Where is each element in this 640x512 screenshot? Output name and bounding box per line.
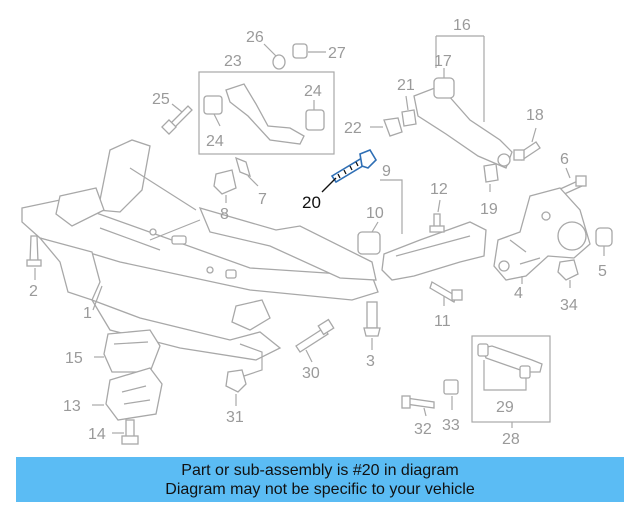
callout-23: 23 <box>224 53 242 70</box>
bolt-12 <box>429 213 445 233</box>
clip-7 <box>235 156 251 178</box>
callout-12: 12 <box>430 181 448 198</box>
callout-24-left: 24 <box>206 133 224 150</box>
callout-11: 11 <box>434 313 451 330</box>
parts-diagram: 1 2 3 30 15 13 14 31 <box>21 17 613 448</box>
callout-16: 16 <box>453 17 471 34</box>
bolt-20-highlighted <box>330 149 378 184</box>
callout-4: 4 <box>514 285 523 302</box>
bushing-5 <box>595 227 613 247</box>
callout-19: 19 <box>480 201 498 218</box>
callout-26: 26 <box>246 29 264 46</box>
upper-link-23 <box>203 83 325 145</box>
callout-9: 9 <box>382 163 391 180</box>
callout-6: 6 <box>560 151 569 168</box>
callout-20: 20 <box>302 193 321 212</box>
bushing-21 <box>401 109 417 127</box>
info-banner: Part or sub-assembly is #20 in diagram D… <box>16 457 624 502</box>
mount-15 <box>103 329 161 373</box>
nut-31 <box>225 369 247 393</box>
knuckle-4 <box>493 187 591 281</box>
group-box-28 <box>471 335 551 423</box>
callout-7: 7 <box>258 191 267 208</box>
callout-10: 10 <box>366 205 384 222</box>
callout-21: 21 <box>397 77 415 94</box>
callout-29: 29 <box>496 399 514 416</box>
bolt-32 <box>401 395 435 409</box>
callout-33: 33 <box>442 417 460 434</box>
callout-32: 32 <box>414 421 432 438</box>
bushing-27 <box>292 43 308 59</box>
callout-28: 28 <box>502 431 520 448</box>
bushing-8 <box>213 169 237 195</box>
subframe-part <box>21 139 379 377</box>
washer-26 <box>272 54 286 70</box>
lower-arm-9 <box>357 221 487 281</box>
bolt-30 <box>295 318 335 353</box>
callout-5: 5 <box>598 263 607 280</box>
callout-30: 30 <box>302 365 320 382</box>
bolt-11 <box>429 281 463 303</box>
callout-31: 31 <box>226 409 244 426</box>
bolt-14 <box>121 419 139 445</box>
callout-14: 14 <box>88 426 106 443</box>
bolt-25 <box>161 105 193 135</box>
callout-24-right: 24 <box>304 83 322 100</box>
bracket-13 <box>105 367 163 421</box>
washer-22 <box>383 117 403 137</box>
group-box-23 <box>198 71 335 155</box>
callout-1: 1 <box>83 305 92 322</box>
bolt-2 <box>26 235 42 267</box>
cap-34 <box>557 259 579 281</box>
trailing-link-16 <box>413 77 513 169</box>
callout-8: 8 <box>220 206 229 223</box>
callout-13: 13 <box>63 398 81 415</box>
bolt-3 <box>363 301 381 337</box>
banner-line-1: Part or sub-assembly is #20 in diagram <box>181 462 459 479</box>
callout-3: 3 <box>366 353 375 370</box>
callout-17: 17 <box>434 53 452 70</box>
callout-25: 25 <box>152 91 170 108</box>
callout-15: 15 <box>65 350 83 367</box>
bushing-19 <box>483 163 499 183</box>
bolt-18 <box>513 141 541 161</box>
callout-27: 27 <box>328 45 346 62</box>
callout-22: 22 <box>344 120 362 137</box>
banner-line-2: Diagram may not be specific to your vehi… <box>165 481 475 498</box>
callout-2: 2 <box>29 283 38 300</box>
callout-18: 18 <box>526 107 544 124</box>
link-29 <box>477 343 543 379</box>
callout-34: 34 <box>560 297 578 314</box>
nut-33 <box>443 379 459 395</box>
